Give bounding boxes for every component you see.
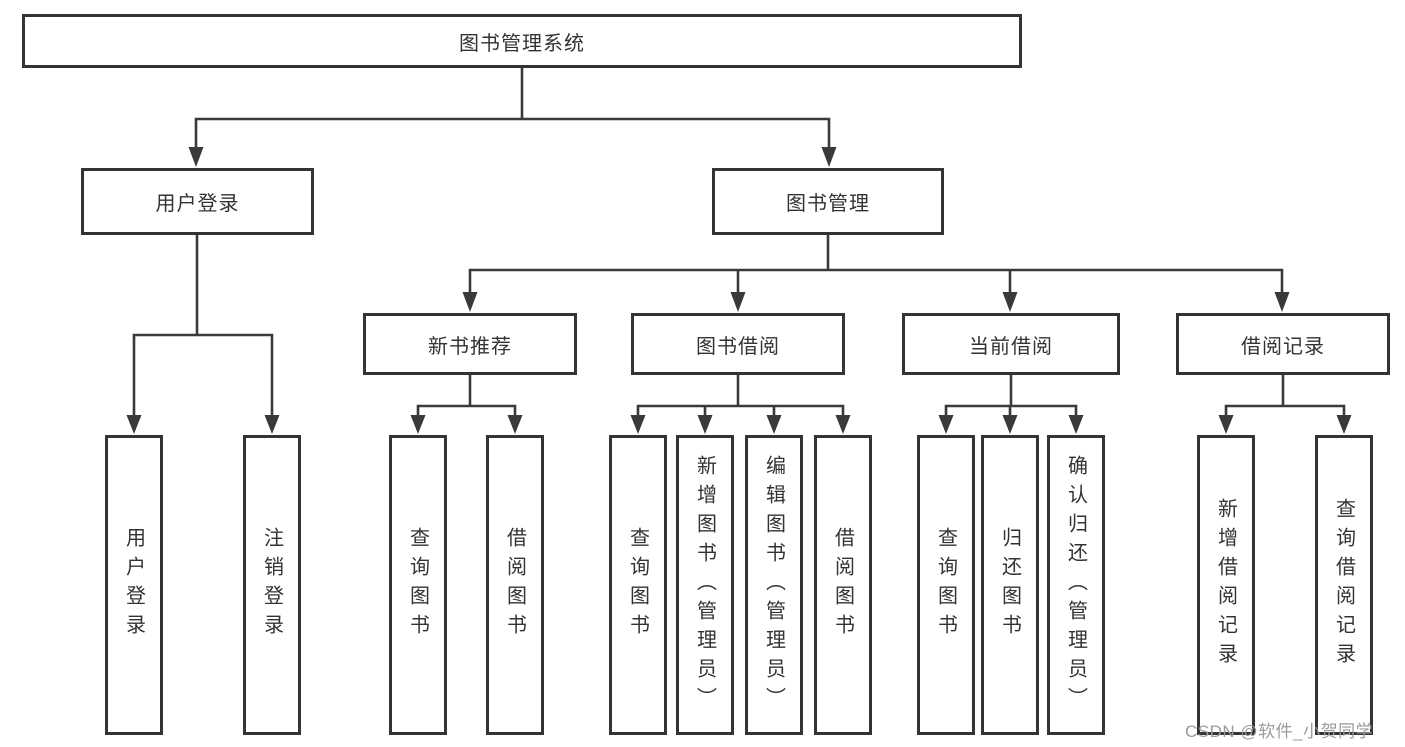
leaf-return-books: 归还图书 [981, 435, 1039, 735]
leaf-confirm-return-admin-label: 确认归还（管理员） [1064, 454, 1087, 716]
leaf-confirm-return-admin: 确认归还（管理员） [1047, 435, 1105, 735]
leaf-add-borrow-record: 新增借阅记录 [1197, 435, 1255, 735]
leaf-query-books-borrowing-label: 查询图书 [626, 527, 649, 643]
node-book-management: 图书管理 [712, 168, 944, 235]
leaf-borrow-books-label: 借阅图书 [831, 527, 854, 643]
node-new-book-recommendation: 新书推荐 [363, 313, 577, 375]
leaf-query-books-recommend: 查询图书 [389, 435, 447, 735]
leaf-edit-books-admin-label: 编辑图书（管理员） [762, 454, 785, 716]
connector-user-login-children [126, 233, 280, 434]
leaf-add-books-admin-label: 新增图书（管理员） [693, 454, 716, 716]
node-borrowing-records: 借阅记录 [1176, 313, 1390, 375]
leaf-borrow-books: 借阅图书 [814, 435, 872, 735]
leaf-user-login-label: 用户登录 [122, 527, 145, 643]
node-user-login: 用户登录 [81, 168, 314, 235]
leaf-query-books-borrowing: 查询图书 [609, 435, 667, 735]
connector-borrowing-records-children [1218, 374, 1352, 434]
leaf-user-login: 用户登录 [105, 435, 163, 735]
leaf-return-books-label: 归还图书 [998, 527, 1021, 643]
leaf-logout-login-label: 注销登录 [260, 527, 283, 643]
leaf-query-borrow-record-label: 查询借阅记录 [1332, 498, 1355, 672]
node-library-management-system: 图书管理系统 [22, 14, 1022, 68]
leaf-add-borrow-record-label: 新增借阅记录 [1214, 498, 1237, 672]
connector-root-to-level2 [188, 66, 837, 167]
connector-book-borrowing-children [630, 374, 851, 434]
leaf-query-books-current: 查询图书 [917, 435, 975, 735]
connector-new-book-recommendation-children [410, 374, 523, 434]
node-current-borrowing: 当前借阅 [902, 313, 1120, 375]
leaf-query-books-current-label: 查询图书 [934, 527, 957, 643]
leaf-logout-login: 注销登录 [243, 435, 301, 735]
connector-book-management-children [462, 233, 1290, 312]
leaf-borrow-books-recommend-label: 借阅图书 [503, 527, 526, 643]
node-book-borrowing: 图书借阅 [631, 313, 845, 375]
connector-current-borrowing-children [938, 374, 1084, 434]
leaf-query-borrow-record: 查询借阅记录 [1315, 435, 1373, 735]
watermark: CSDN @软件_小贺同学 [1185, 722, 1374, 741]
leaf-borrow-books-recommend: 借阅图书 [486, 435, 544, 735]
leaf-add-books-admin: 新增图书（管理员） [676, 435, 734, 735]
leaf-edit-books-admin: 编辑图书（管理员） [745, 435, 803, 735]
leaf-query-books-recommend-label: 查询图书 [406, 527, 429, 643]
